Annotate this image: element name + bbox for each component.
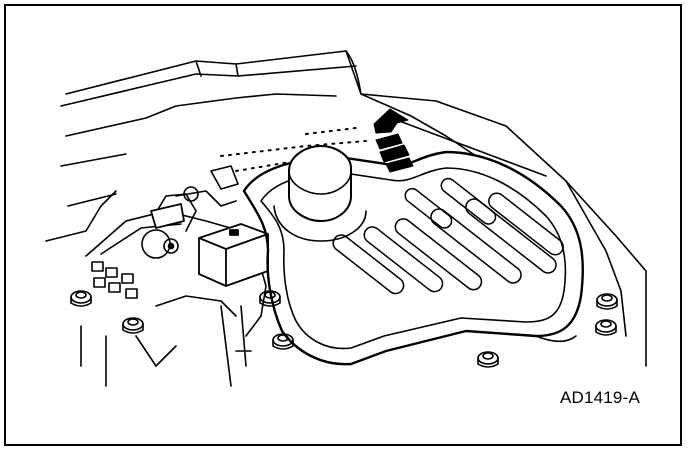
upward-removal-arrow-icon <box>373 108 414 173</box>
bolt-icon <box>70 290 92 307</box>
bolt-icon <box>596 293 618 310</box>
bolt-icon <box>477 351 499 368</box>
oil-filter <box>242 145 584 366</box>
bolts <box>70 290 618 368</box>
valve-body <box>80 165 267 387</box>
solenoid-block <box>150 203 269 287</box>
transmission-filter-illustration <box>45 50 647 387</box>
bolt-icon <box>122 317 144 334</box>
transmission-case <box>45 50 647 367</box>
bolt-icon <box>595 319 617 336</box>
figure-id-label: AD1419-A <box>559 388 640 407</box>
illustration-frame: AD1419-A <box>4 4 682 446</box>
